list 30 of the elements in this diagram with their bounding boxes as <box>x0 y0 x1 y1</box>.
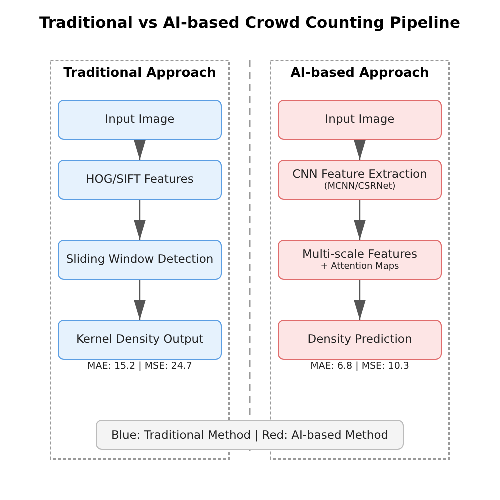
legend-note: Blue: Traditional Method | Red: AI-based Method <box>96 420 404 450</box>
metric-label: MAE: 6.8 | MSE: 10.3 <box>310 361 410 372</box>
process-box <box>58 100 222 140</box>
box-label: CNN Feature Extraction <box>292 168 428 182</box>
process-box <box>278 320 442 360</box>
arrow <box>354 140 366 160</box>
process-box <box>58 320 222 360</box>
process-box <box>58 160 222 200</box>
arrow <box>134 200 146 240</box>
arrow <box>354 200 366 240</box>
box-label: Input Image <box>325 113 395 127</box>
process-box <box>278 160 442 200</box>
diagram-title: Traditional vs AI-based Crowd Counting Pipeline <box>40 14 460 32</box>
panel-title: AI-based Approach <box>290 66 430 81</box>
arrow <box>354 280 366 320</box>
box-label: Sliding Window Detection <box>66 253 214 267</box>
box-label: Kernel Density Output <box>76 333 204 347</box>
process-box <box>278 100 442 140</box>
metric-label: MAE: 15.2 | MSE: 24.7 <box>88 361 192 372</box>
box-label: Density Prediction <box>308 333 412 347</box>
box-label: HOG/SIFT Features <box>86 173 194 187</box>
box-sublabel: + Attention Maps <box>320 262 400 272</box>
arrow <box>134 280 146 320</box>
box-label: Input Image <box>105 113 175 127</box>
process-box <box>278 240 442 280</box>
box-sublabel: (MCNN/CSRNet) <box>324 182 396 192</box>
process-box <box>58 240 222 280</box>
panel-title: Traditional Approach <box>64 66 216 81</box>
arrow <box>134 140 146 160</box>
box-label: Multi-scale Features <box>302 248 418 262</box>
